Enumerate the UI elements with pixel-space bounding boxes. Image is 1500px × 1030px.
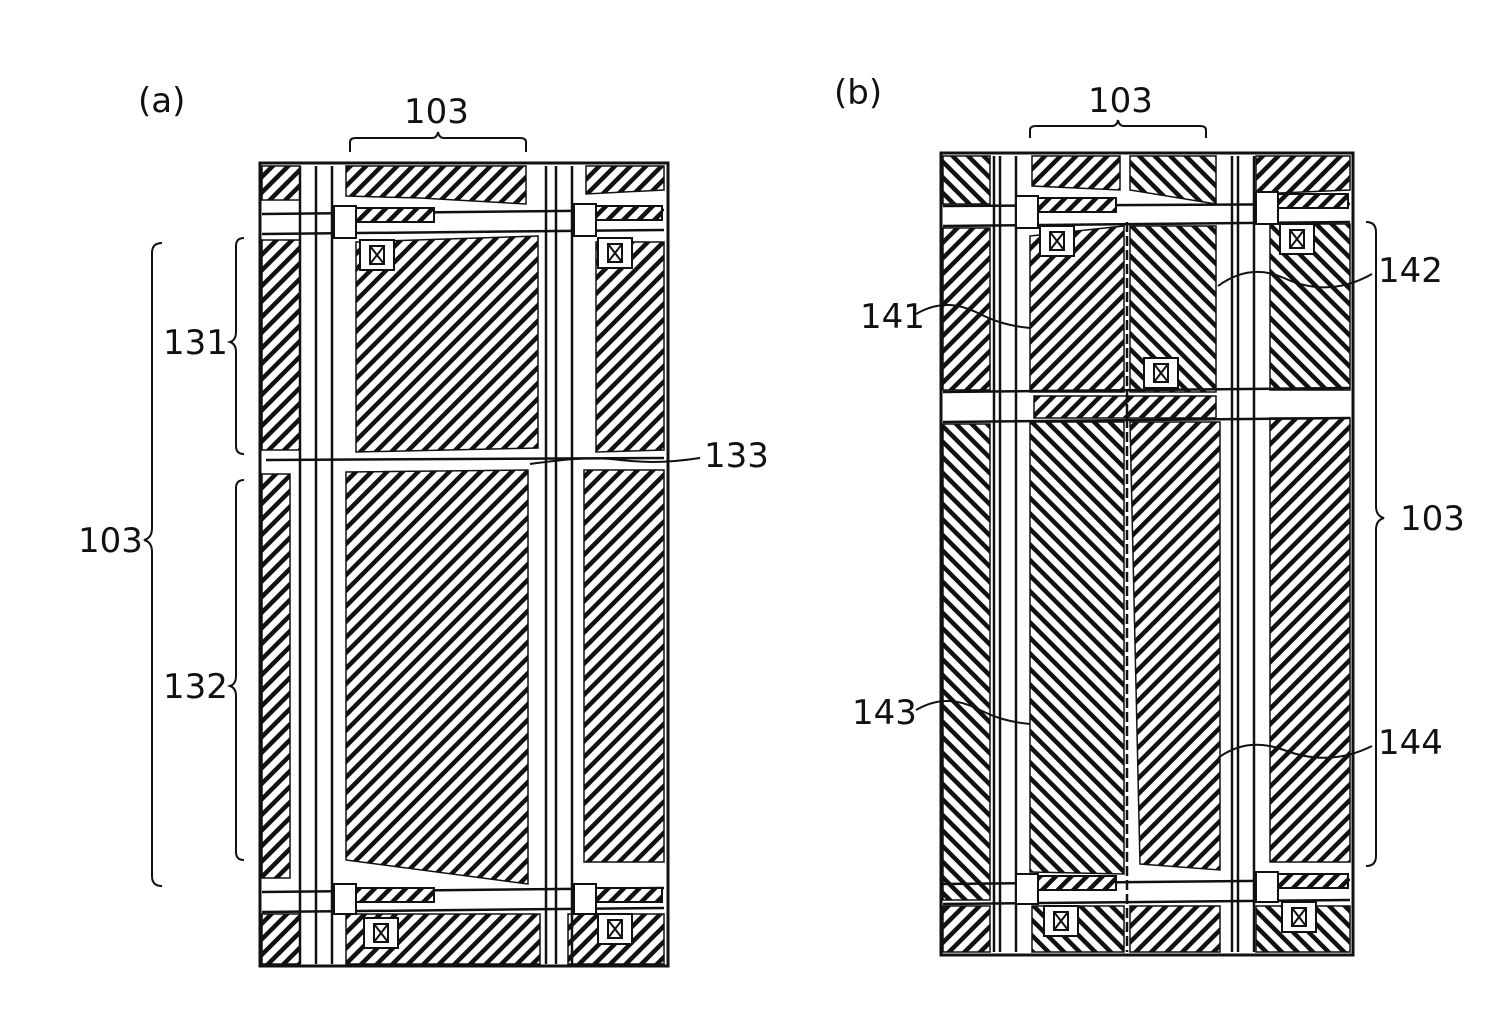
domain-144-label: 144 xyxy=(1378,723,1443,763)
domain-142-label: 142 xyxy=(1378,251,1443,291)
panel-a-top-brace-label: 103 xyxy=(404,92,469,132)
panel-b-tag: (b) xyxy=(834,73,882,113)
slit-133-label: 133 xyxy=(704,436,769,476)
panel-a-tag: (a) xyxy=(138,81,185,121)
panel-b-top-brace xyxy=(1030,120,1206,138)
panel-a: (a) 103 xyxy=(78,81,769,966)
panel-a-left-brace-103 xyxy=(144,243,162,886)
panel-b-right-brace-103 xyxy=(1366,222,1384,866)
panel-a-brace-132 xyxy=(230,480,244,860)
panel-a-brace-131 xyxy=(230,238,244,454)
panel-a-top-brace xyxy=(350,132,526,152)
panel-b-top-brace-label: 103 xyxy=(1088,81,1153,121)
panel-b-right-brace-label: 103 xyxy=(1400,499,1465,539)
region-132-label: 132 xyxy=(163,667,228,707)
panel-a-left-brace-label: 103 xyxy=(78,521,143,561)
panel-b: (b) 103 xyxy=(834,73,1465,955)
domain-143-label: 143 xyxy=(852,693,917,733)
region-131-label: 131 xyxy=(163,323,228,363)
domain-141-label: 141 xyxy=(860,297,925,337)
